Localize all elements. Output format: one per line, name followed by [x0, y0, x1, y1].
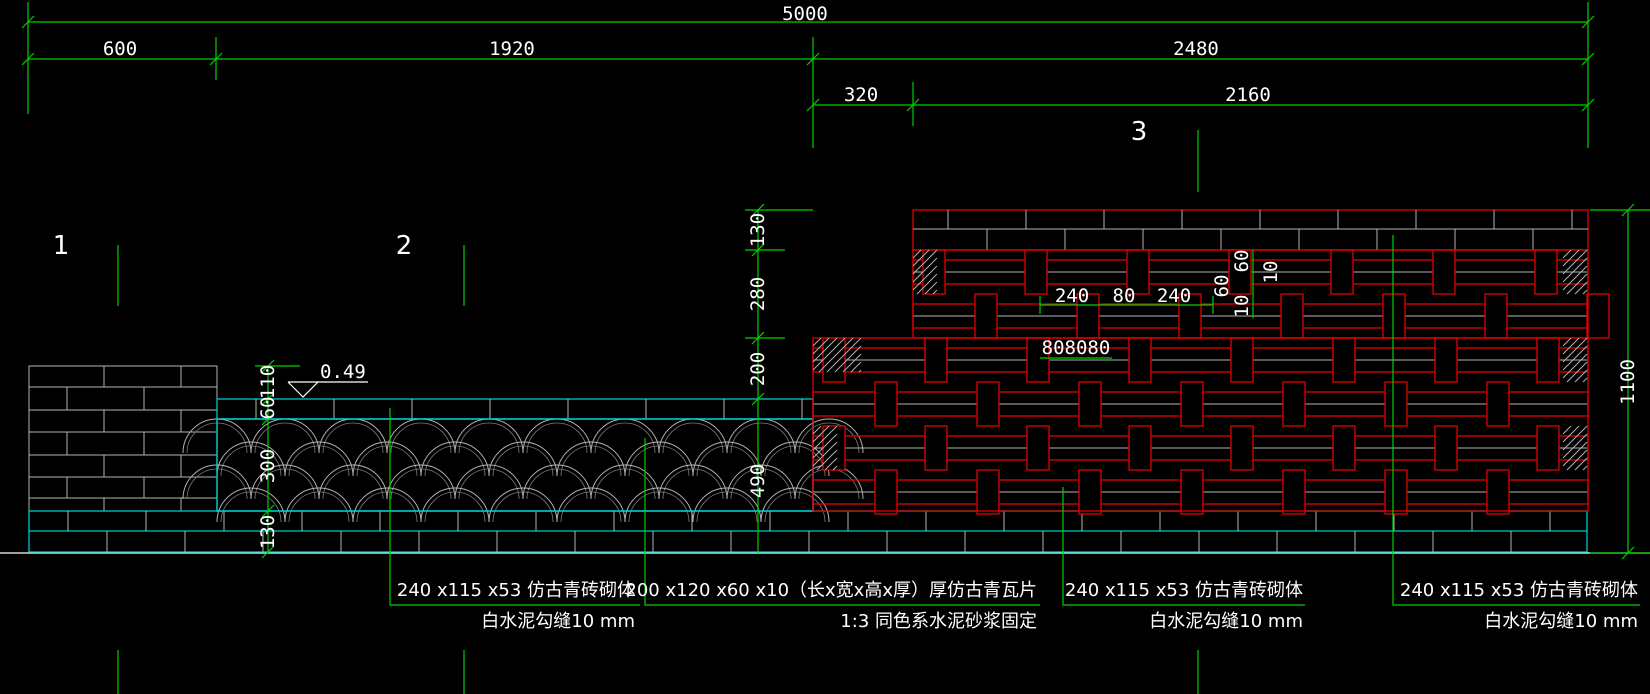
dim-weave-60-a: 60 [1231, 250, 1253, 273]
dim-2480: 2480 [1173, 38, 1219, 60]
section-number-3: 3 [1131, 117, 1148, 147]
dim-1920: 1920 [489, 38, 535, 60]
section-2-tile-panel [182, 398, 864, 523]
callout-3-line2: 白水泥勾缝10 mm [1149, 611, 1303, 632]
dim-130-top: 130 [747, 213, 769, 247]
dim-total-5000: 5000 [782, 3, 828, 25]
right-dimension: 1100 [1590, 203, 1650, 560]
section-3-woven-brick-wall [812, 209, 1610, 515]
callout-3-line1: 240 x115 x53 仿古青砖砌体 [1065, 580, 1303, 601]
dim-2160: 2160 [1225, 84, 1271, 106]
dim-weave-240-b: 240 [1157, 285, 1191, 307]
dim-weave-240-a: 240 [1055, 285, 1089, 307]
callout-4-line2: 白水泥勾缝10 mm [1484, 611, 1638, 632]
weave-detail-dimensions: 240 80 240 60 10 60 10 808080 [1039, 250, 1282, 359]
dim-60: 60 [257, 397, 279, 420]
dim-200: 200 [747, 352, 769, 386]
dim-1100: 1100 [1617, 359, 1639, 405]
top-dimensions: 5000 600 1920 2480 320 2160 [21, 2, 1595, 148]
section-number-1: 1 [53, 231, 70, 261]
dim-weave-808080: 808080 [1042, 337, 1111, 359]
section-number-2: 2 [396, 231, 413, 261]
callout-1-line1: 240 x115 x53 仿古青砖砌体 [397, 580, 635, 601]
dim-490: 490 [747, 464, 769, 498]
elevation-marker: 0.49 [287, 361, 368, 398]
fish-scale-tiles [182, 418, 864, 523]
callout-2-line1: 200 x120 x60 x10（长x宽x高x厚）厚仿古青瓦片 [625, 580, 1037, 601]
dim-weave-60-b: 60 [1211, 275, 1233, 298]
dim-weave-80: 80 [1113, 285, 1136, 307]
callout-2-line2: 1:3 同色系水泥砂浆固定 [840, 611, 1037, 632]
callouts: 240 x115 x53 仿古青砖砌体 白水泥勾缝10 mm 200 x120 … [389, 235, 1640, 632]
dim-320: 320 [844, 84, 878, 106]
dim-600: 600 [103, 38, 137, 60]
callout-4-line1: 240 x115 x53 仿古青砖砌体 [1400, 580, 1638, 601]
dim-weave-10-b: 10 [1231, 295, 1253, 318]
section-markers: 1 2 3 [53, 117, 1199, 694]
elevation-label: 0.49 [320, 361, 366, 383]
dim-300: 300 [257, 449, 279, 483]
callout-1-line2: 白水泥勾缝10 mm [481, 611, 635, 632]
left-dimensions: 130 280 200 490 110 60 300 130 [255, 203, 813, 559]
dim-130-bottom: 130 [257, 515, 279, 549]
dim-110: 110 [257, 365, 279, 399]
dim-weave-10-a: 10 [1260, 261, 1282, 284]
dim-280: 280 [747, 277, 769, 311]
